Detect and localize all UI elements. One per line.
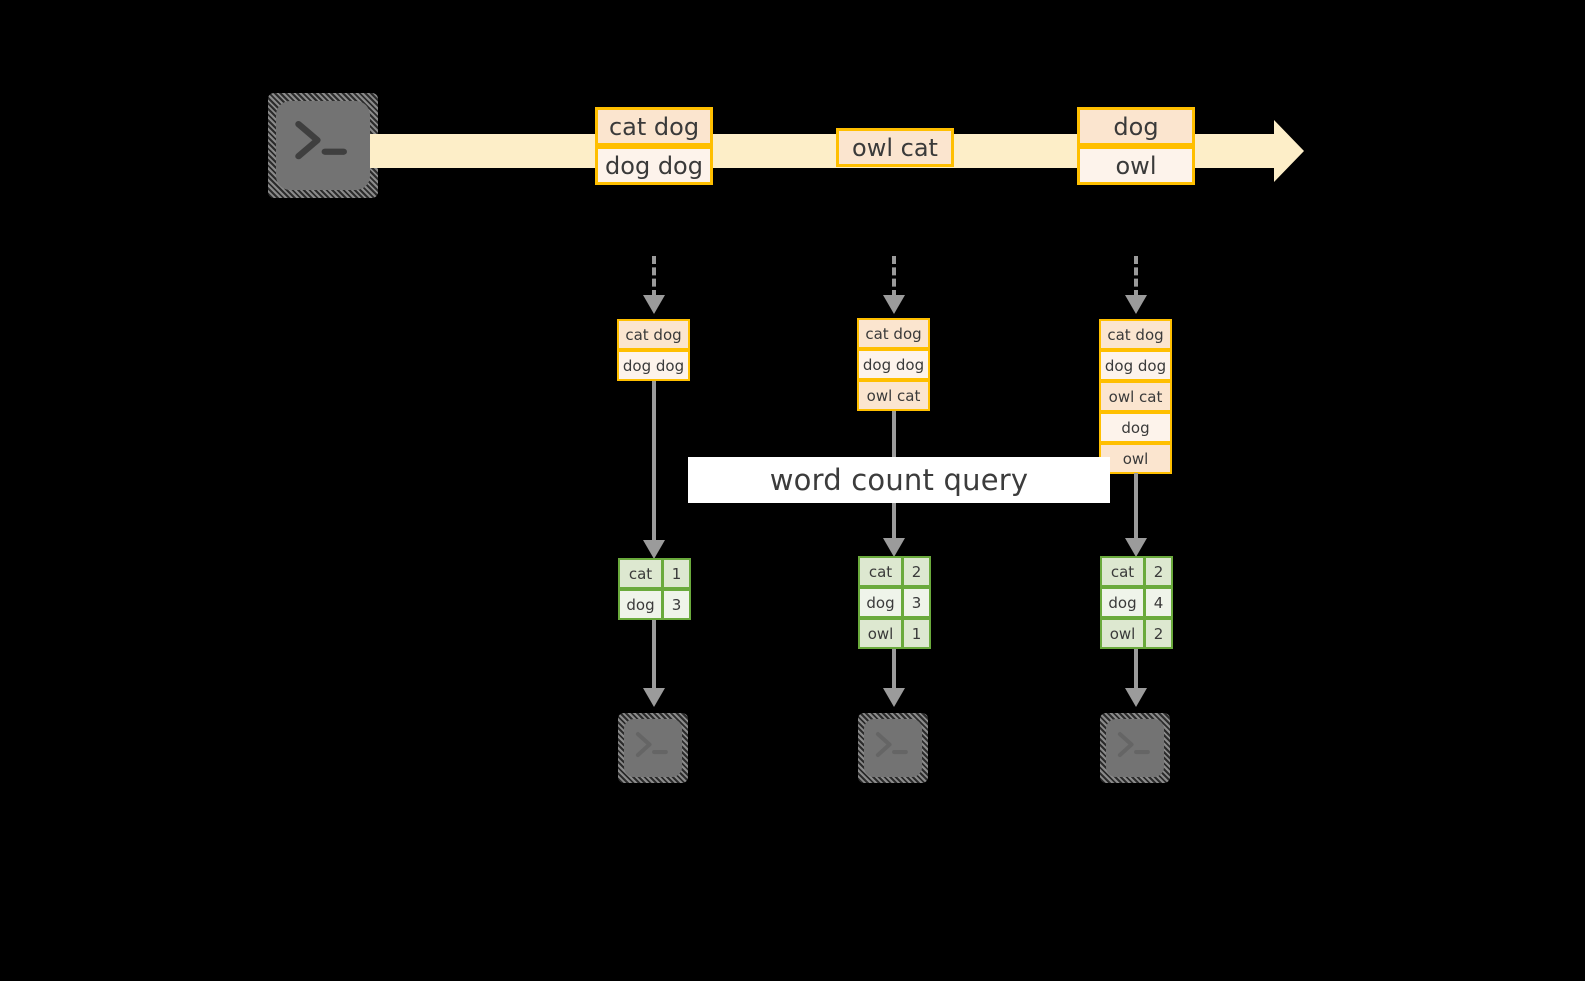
feed-connector-head-3-icon — [1125, 295, 1147, 314]
table-row[interactable]: dog 3 — [618, 589, 691, 620]
table-row[interactable]: dog 3 — [858, 587, 931, 618]
result-key: dog — [1100, 587, 1145, 618]
result-key: dog — [618, 589, 663, 620]
sink-connector-1 — [652, 620, 656, 695]
accumulated-event[interactable]: cat dog — [1099, 319, 1172, 350]
accumulated-event[interactable]: owl cat — [1099, 381, 1172, 412]
prompt-glyph-icon — [875, 732, 908, 757]
query-connector-1 — [652, 381, 656, 553]
result-key: cat — [858, 556, 903, 587]
accumulated-event[interactable]: cat dog — [617, 319, 690, 350]
result-value: 3 — [903, 587, 931, 618]
stream-event[interactable]: owl cat — [836, 128, 954, 167]
sink-connector-2 — [892, 649, 896, 695]
stream-arrow-head-icon — [1274, 120, 1304, 182]
terminal-screen — [276, 101, 370, 190]
accumulated-stack-2: cat dog dog dog owl cat — [857, 318, 930, 411]
prompt-glyph-icon — [1117, 732, 1150, 757]
accumulated-event[interactable]: dog — [1099, 412, 1172, 443]
result-value: 3 — [663, 589, 691, 620]
result-key: cat — [1100, 556, 1145, 587]
feed-connector-head-1-icon — [643, 295, 665, 314]
feed-connector-head-2-icon — [883, 295, 905, 314]
result-table-1: cat 1 dog 3 — [618, 558, 691, 620]
terminal-screen — [1106, 719, 1164, 777]
sink-connector-head-3-icon — [1125, 688, 1147, 707]
table-row[interactable]: owl 2 — [1100, 618, 1173, 649]
result-key: dog — [858, 587, 903, 618]
result-key: owl — [1100, 618, 1145, 649]
prompt-glyph-icon — [635, 732, 668, 757]
feed-connector-3 — [1134, 256, 1138, 298]
terminal-screen — [864, 719, 922, 777]
sink-connector-head-2-icon — [883, 688, 905, 707]
query-connector-head-1-icon — [643, 540, 665, 559]
stream-event[interactable]: cat dog — [595, 107, 713, 146]
query-connector-head-3-icon — [1125, 538, 1147, 557]
result-table-2: cat 2 dog 3 owl 1 — [858, 556, 931, 649]
result-value: 2 — [1145, 618, 1173, 649]
accumulated-event[interactable]: owl cat — [857, 380, 930, 411]
result-value: 4 — [1145, 587, 1173, 618]
accumulated-event[interactable]: dog dog — [617, 350, 690, 381]
result-key: cat — [618, 558, 663, 589]
result-value: 1 — [903, 618, 931, 649]
accumulated-event[interactable]: cat dog — [857, 318, 930, 349]
stream-group-batch-1: cat dog dog dog — [595, 107, 713, 185]
query-connector-head-2-icon — [883, 538, 905, 557]
feed-connector-1 — [652, 256, 656, 298]
sink-terminal-icon-3[interactable] — [1100, 713, 1170, 783]
source-terminal-icon[interactable] — [268, 93, 378, 198]
stream-event[interactable]: owl — [1077, 146, 1195, 185]
query-label: word count query — [688, 457, 1110, 503]
stream-event[interactable]: dog — [1077, 107, 1195, 146]
accumulated-stack-3: cat dog dog dog owl cat dog owl — [1099, 319, 1172, 474]
stream-group-batch-3: dog owl — [1077, 107, 1195, 185]
result-key: owl — [858, 618, 903, 649]
result-value: 2 — [903, 556, 931, 587]
prompt-glyph-icon — [295, 121, 347, 160]
stream-event[interactable]: dog dog — [595, 146, 713, 185]
result-table-3: cat 2 dog 4 owl 2 — [1100, 556, 1173, 649]
feed-connector-2 — [892, 256, 896, 298]
sink-terminal-icon-1[interactable] — [618, 713, 688, 783]
accumulated-stack-1: cat dog dog dog — [617, 319, 690, 381]
stream-group-batch-2: owl cat — [836, 128, 954, 167]
sink-terminal-icon-2[interactable] — [858, 713, 928, 783]
table-row[interactable]: cat 2 — [858, 556, 931, 587]
table-row[interactable]: owl 1 — [858, 618, 931, 649]
table-row[interactable]: cat 1 — [618, 558, 691, 589]
terminal-screen — [624, 719, 682, 777]
result-value: 1 — [663, 558, 691, 589]
accumulated-event[interactable]: dog dog — [857, 349, 930, 380]
accumulated-event[interactable]: owl — [1099, 443, 1172, 474]
table-row[interactable]: dog 4 — [1100, 587, 1173, 618]
result-value: 2 — [1145, 556, 1173, 587]
sink-connector-head-1-icon — [643, 688, 665, 707]
table-row[interactable]: cat 2 — [1100, 556, 1173, 587]
accumulated-event[interactable]: dog dog — [1099, 350, 1172, 381]
query-connector-3 — [1134, 473, 1138, 553]
sink-connector-3 — [1134, 649, 1138, 695]
